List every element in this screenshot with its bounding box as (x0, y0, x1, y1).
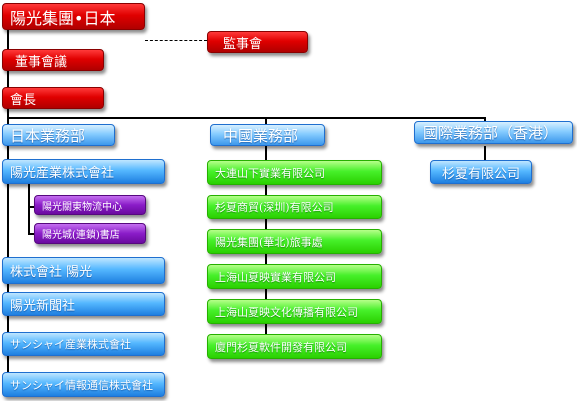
company-japan-2: 陽光新聞社 (2, 292, 165, 316)
connector-intl-vertical (484, 146, 486, 160)
company-china-4: 上海山夏映文化傳播有限公司 (207, 299, 382, 324)
group-node: 陽光集團•日本 (2, 3, 145, 30)
company-china-1: 杉夏商貿(深圳)有限公司 (207, 195, 382, 219)
board-node: 董事會議 (2, 49, 104, 71)
division-japan: 日本業務部 (2, 124, 115, 146)
company-china-3: 上海山夏映實業有限公司 (207, 264, 382, 289)
company-china-5: 廈門杉夏軟件開發有限公司 (207, 334, 382, 359)
connector-japan-sub-vertical (28, 182, 30, 234)
connector-division-bar (7, 117, 485, 119)
company-japan-3: サンシャイ産業株式會社 (2, 332, 165, 356)
supervisor-node: 監事會 (207, 31, 308, 53)
company-japan-4: サンシャイ情報通信株式會社 (2, 372, 165, 397)
chairman-node: 會長 (2, 87, 104, 109)
connector-trunk (7, 30, 9, 118)
connector-china-drop (265, 117, 267, 126)
company-china-0: 大連山下實業有限公司 (207, 160, 382, 185)
company-japan-1: 株式會社 陽光 (2, 257, 165, 284)
company-intl-0: 杉夏有限公司 (430, 160, 532, 184)
connector-japan-drop (7, 117, 9, 126)
company-japan-sub-0: 陽光關東物流中心 (34, 195, 146, 215)
company-japan-0: 陽光産業株式會社 (2, 159, 165, 184)
division-intl: 國際業務部（香港） (414, 121, 573, 144)
division-china: 中國業務部 (210, 124, 325, 146)
company-china-2: 陽光集團(華北)旅事處 (207, 229, 382, 254)
connector-japan-sub-h2 (28, 233, 34, 235)
company-japan-sub-1: 陽光城(連鎖)書店 (34, 223, 146, 244)
connector-japan-sub-h1 (28, 206, 34, 208)
connector-supervisor (145, 40, 207, 41)
